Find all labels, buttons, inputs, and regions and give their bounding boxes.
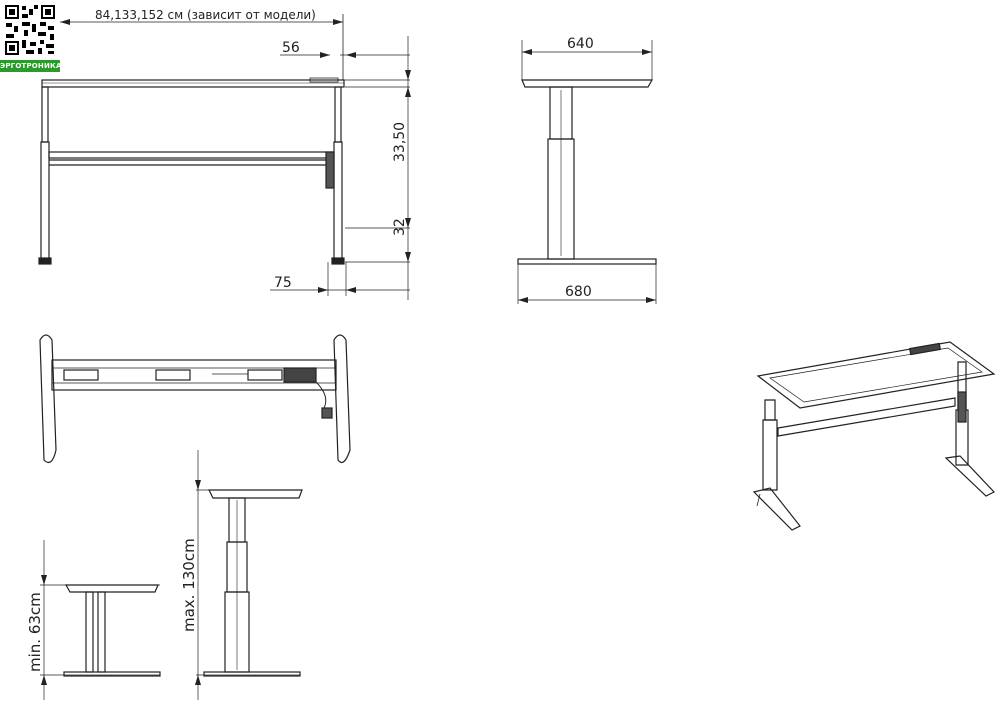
min-height-label: min. 63cm bbox=[26, 592, 44, 672]
side-view bbox=[517, 40, 657, 304]
lower-height-label: 32 bbox=[392, 218, 408, 236]
upper-height-label: 33,50 bbox=[392, 122, 408, 162]
front-view bbox=[38, 14, 410, 300]
brand-badge: ЭРГОТРОНИКА bbox=[0, 60, 62, 72]
max-height-view bbox=[196, 450, 303, 700]
top-offset-label: 56 bbox=[282, 40, 300, 56]
side-top-width-label: 640 bbox=[567, 36, 594, 52]
side-base-width-label: 680 bbox=[565, 284, 592, 300]
max-height-label: max. 130cm bbox=[180, 538, 198, 632]
isometric-view bbox=[752, 341, 996, 531]
foot-offset-label: 75 bbox=[274, 275, 292, 291]
min-height-view bbox=[40, 540, 161, 700]
qr-code bbox=[4, 4, 56, 56]
width-dimension-label: 84,133,152 см (зависит от модели) bbox=[95, 8, 316, 22]
top-view bbox=[39, 334, 351, 463]
